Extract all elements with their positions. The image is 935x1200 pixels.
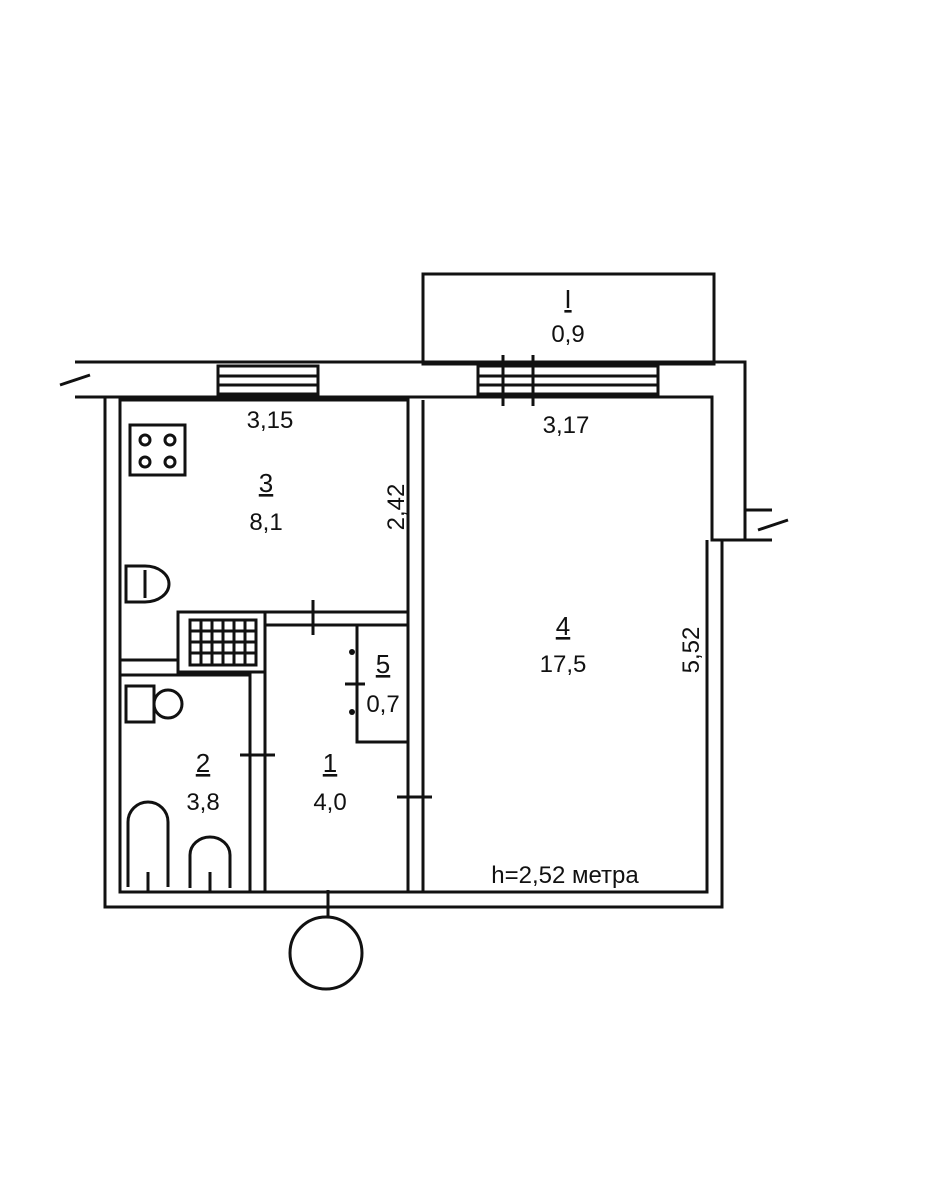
room-area-kitchen: 8,1 <box>249 509 282 536</box>
bathtub-icon <box>126 800 170 887</box>
window-kitchen <box>216 364 320 396</box>
outer-wall-top <box>75 360 772 542</box>
dimension-living-depth: 5,52 <box>678 627 705 674</box>
sink-icon <box>124 564 171 604</box>
window-living <box>476 364 660 396</box>
room-area-hall: 4,0 <box>313 789 346 816</box>
room-number-kitchen: 3 <box>259 468 273 498</box>
wall-break-left <box>59 373 91 387</box>
wall-break-right <box>757 518 789 532</box>
room-number-living: 4 <box>556 611 570 641</box>
stair-landing-circle <box>288 915 364 991</box>
room-area-living: 17,5 <box>540 651 587 678</box>
bathroom-walls <box>120 623 410 892</box>
room-number-hall: 1 <box>323 748 337 778</box>
toilet-icon <box>124 684 156 724</box>
room-number-pantry: 5 <box>376 649 390 679</box>
outer-wall <box>103 397 724 909</box>
washbasin-icon <box>188 835 232 888</box>
dimension-kitchen-depth: 2,42 <box>383 484 410 531</box>
stove-icon <box>128 423 187 477</box>
room-area-balcony: 0,9 <box>551 321 584 348</box>
balcony-outline <box>421 272 716 366</box>
kitchen-walls <box>120 398 410 662</box>
room-number-balcony: I <box>564 284 571 314</box>
ceiling-height-note: h=2,52 метра <box>491 862 639 889</box>
dimension-living-width: 3,17 <box>543 412 590 439</box>
room-area-pantry: 0,7 <box>366 691 399 718</box>
room-number-bathroom: 2 <box>196 748 210 778</box>
dimension-kitchen-width: 3,15 <box>247 407 294 434</box>
room-area-bathroom: 3,8 <box>186 789 219 816</box>
